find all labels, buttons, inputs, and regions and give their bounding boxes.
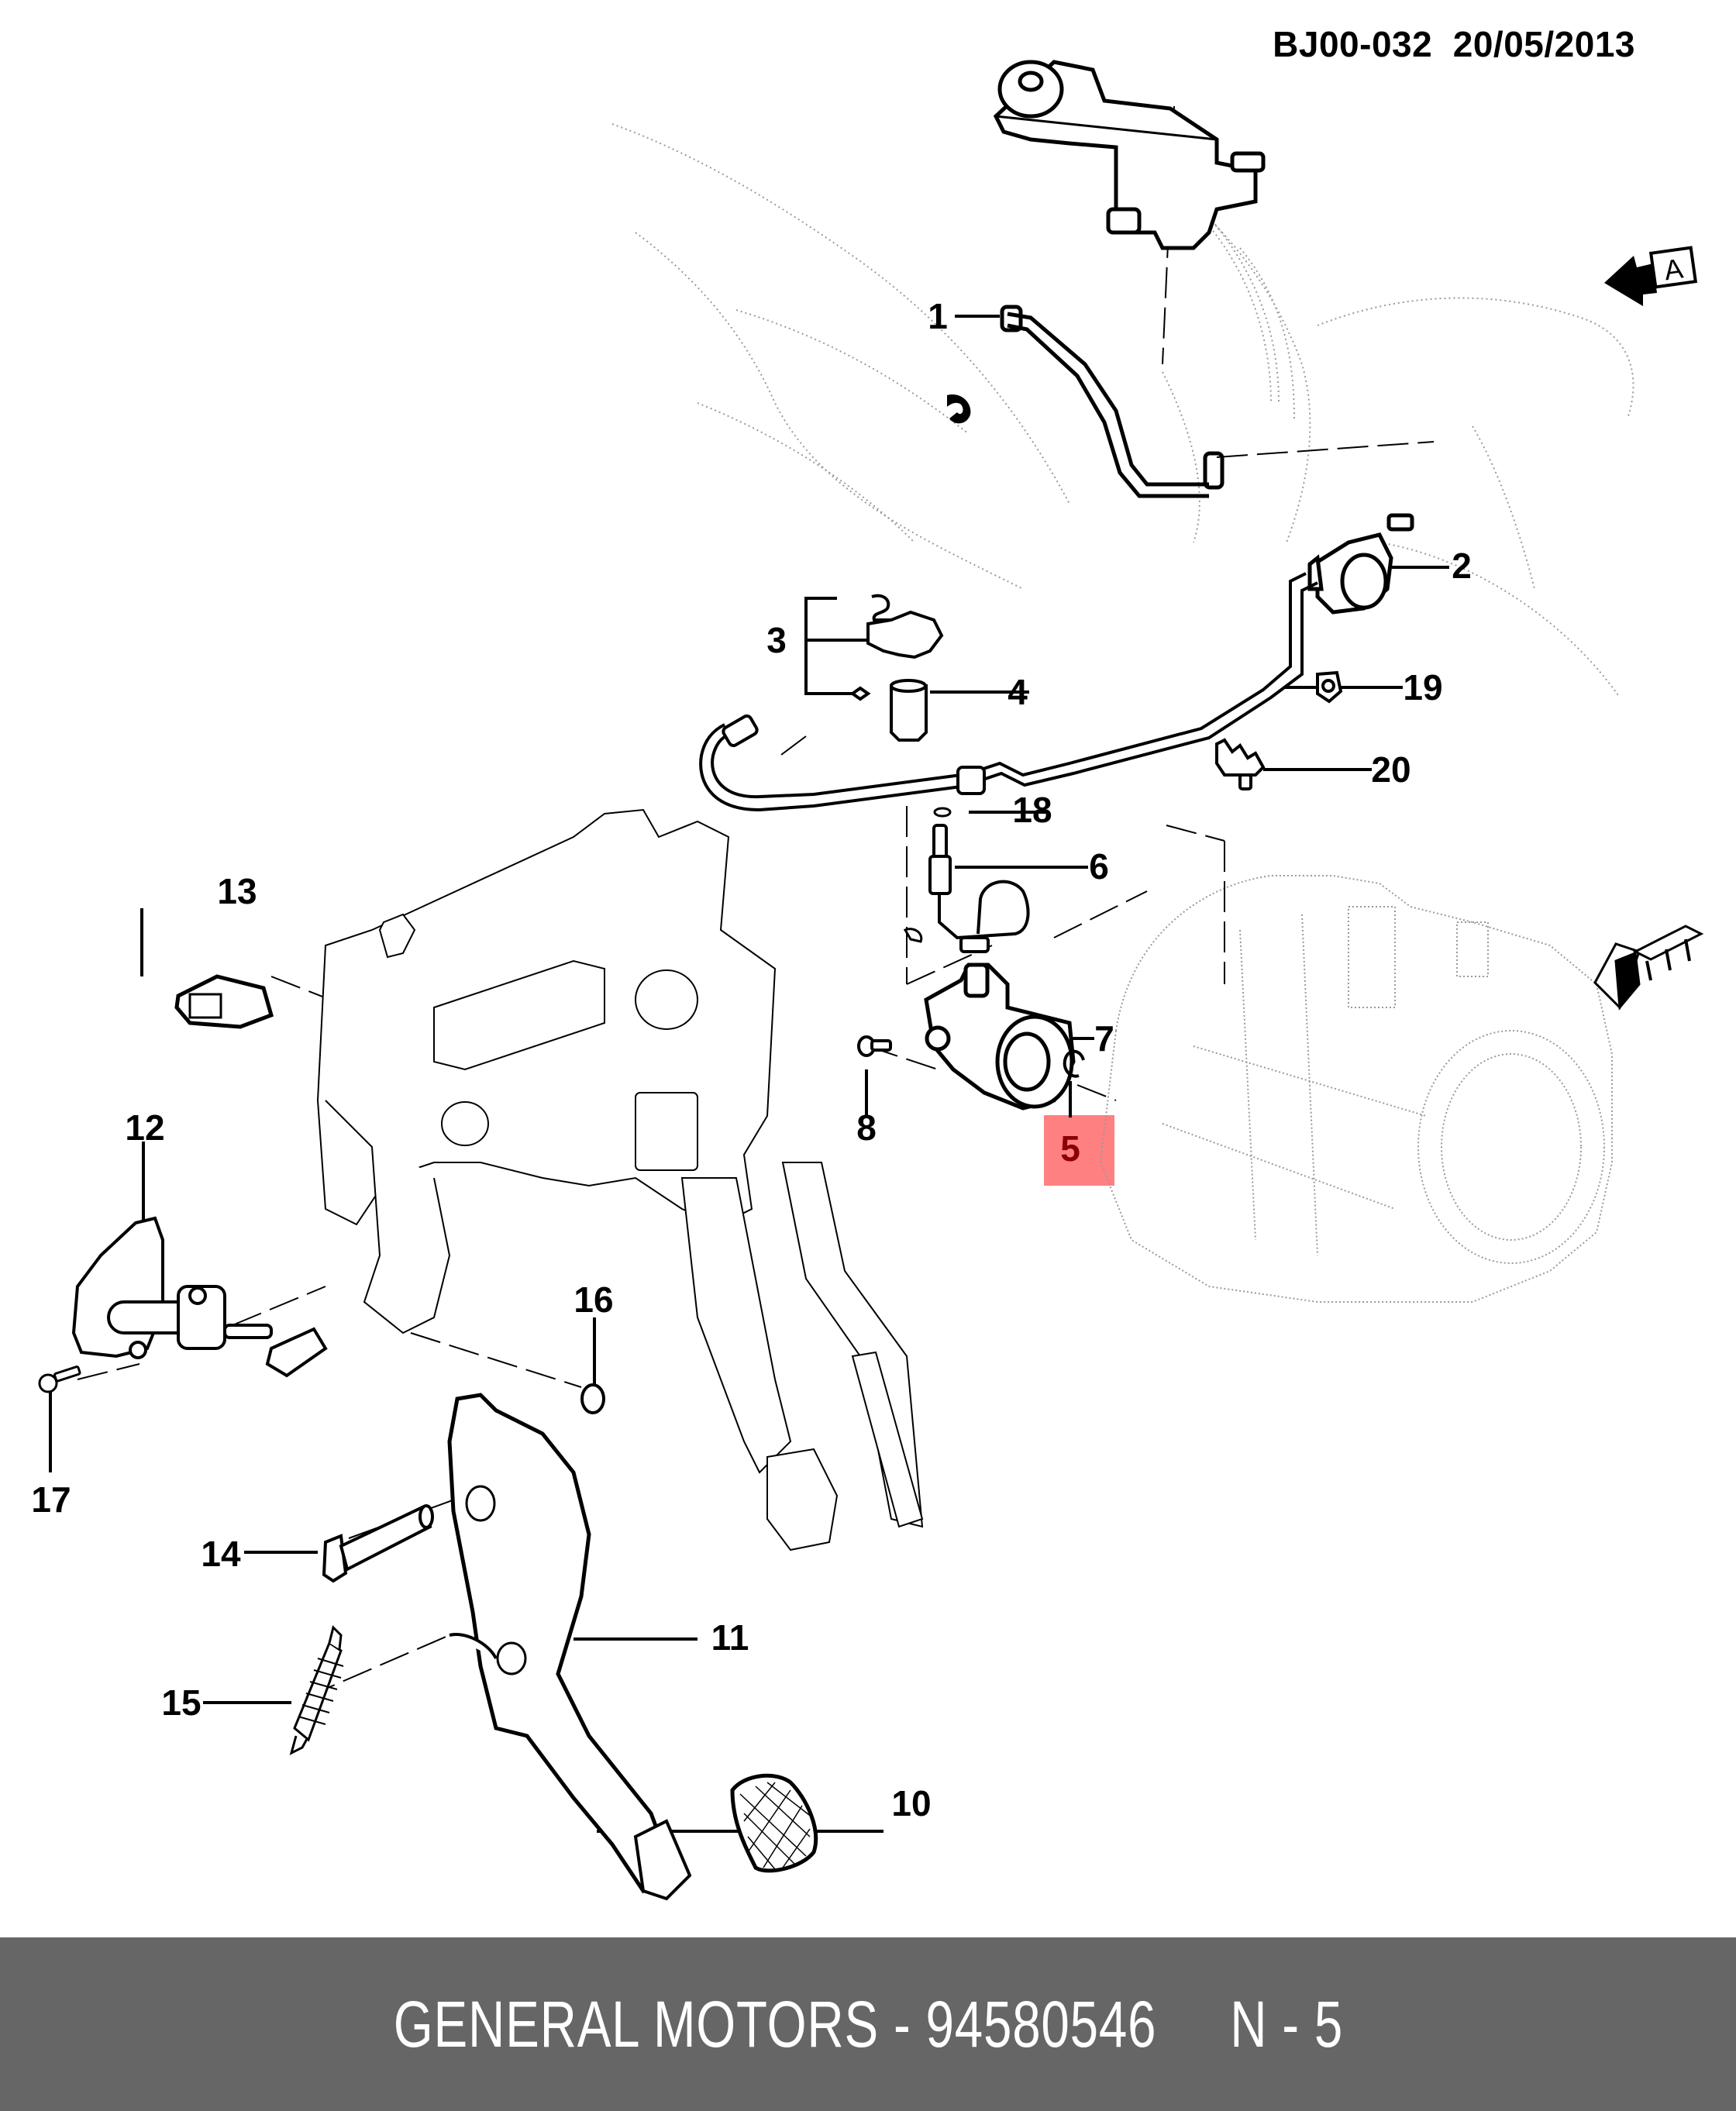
diagram-code: BJ00-032 <box>1273 24 1433 64</box>
callout-20[interactable]: 20 <box>1371 749 1411 790</box>
callout-18[interactable]: 18 <box>1012 790 1052 830</box>
highlighted-part-box <box>1044 1115 1114 1186</box>
part-13-switch <box>174 974 274 1029</box>
clutch-pipe <box>699 572 1318 812</box>
callout-11[interactable]: 11 <box>711 1617 749 1658</box>
pedal-box-bracket <box>316 808 777 1334</box>
callout-14[interactable]: 14 <box>201 1534 241 1574</box>
callout-8[interactable]: 8 <box>856 1107 877 1148</box>
part-20-pipe-clip <box>1215 738 1266 790</box>
part-11-clutch-pedal <box>447 1393 692 1901</box>
part-4-grommet <box>890 679 928 742</box>
part-2-fitting <box>1307 513 1414 615</box>
footer-part-info: GENERAL MOTORS - 94580546 N - 5 <box>393 1987 1343 2061</box>
callout-12[interactable]: 12 <box>125 1107 165 1148</box>
callout-13[interactable]: 13 <box>217 871 257 911</box>
part-1-hose <box>1000 305 1224 498</box>
part-15-spring <box>289 1625 344 1755</box>
part-18-o-ring <box>933 807 952 818</box>
callout-4[interactable]: 4 <box>1008 672 1028 712</box>
view-arrow-a: A <box>1604 246 1698 306</box>
leader-lines <box>49 315 1449 1833</box>
callout-1[interactable]: 1 <box>928 296 948 336</box>
view-label-a: A <box>1662 253 1685 287</box>
front-direction-marker <box>1593 925 1704 1011</box>
part-10-pedal-pad <box>730 1773 818 1873</box>
callout-16[interactable]: 16 <box>574 1279 614 1320</box>
part-7-slave-cylinder <box>924 963 1076 1111</box>
part-6-pipe <box>928 824 1030 953</box>
part-19-clip <box>1316 670 1343 704</box>
callout-6[interactable]: 6 <box>1089 846 1109 887</box>
footer-banner: GENERAL MOTORS - 94580546 N - 5 <box>0 1937 1736 2111</box>
view-label-box <box>1648 246 1698 289</box>
callout-7[interactable]: 7 <box>1094 1018 1114 1059</box>
callout-17[interactable]: 17 <box>31 1479 71 1520</box>
part-17-bolt <box>38 1365 81 1393</box>
part-12-master-cylinder <box>71 1216 328 1378</box>
hose-clip <box>947 394 971 424</box>
diagram-header: BJ00-032 20/05/2013 <box>1273 23 1635 65</box>
ghost-engine-bay <box>611 123 1634 698</box>
part-14-pivot-bolt <box>322 1504 434 1583</box>
callout-15[interactable]: 15 <box>161 1682 202 1723</box>
callout-10[interactable]: 10 <box>891 1783 932 1823</box>
retaining-clip <box>903 928 923 943</box>
part-16-cap <box>580 1383 605 1414</box>
callout-19[interactable]: 19 <box>1403 667 1443 708</box>
callout-2[interactable]: 2 <box>1452 546 1472 586</box>
diagram-date: 20/05/2013 <box>1452 24 1635 64</box>
part-5-snap-ring <box>1063 1049 1085 1078</box>
part-8-bolt <box>857 1035 892 1057</box>
part-3-bracket <box>849 594 944 701</box>
exploded-parts-diagram: A <box>38 60 1704 1901</box>
arrow-left-icon <box>1604 256 1657 306</box>
callout-3[interactable]: 3 <box>766 620 787 660</box>
fluid-reservoir <box>993 60 1266 250</box>
callout-5-highlighted[interactable]: 5 <box>1060 1128 1080 1169</box>
ghost-transmission <box>1099 875 1613 1303</box>
brake-and-accelerator-pedals <box>680 1162 924 1551</box>
